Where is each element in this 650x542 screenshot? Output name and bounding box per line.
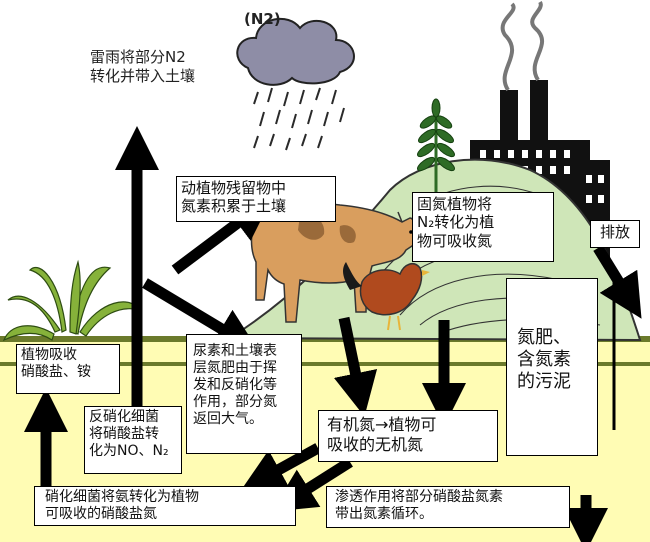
residue-label: 动植物残留物中 氮素积累于土壤 [176, 176, 336, 222]
leaching-label: 渗透作用将部分硝酸盐氮素 带出氮素循环。 [326, 486, 570, 528]
smoke-icon [500, 0, 545, 92]
nitrification-label: 硝化细菌将氨转化为植物 可吸收的硝酸盐氮 [34, 486, 296, 526]
mineralization-label: 有机氮→植物可 吸收的无机氮 [318, 410, 498, 462]
lightning-text: 雷雨将部分N2 转化并带入土壤 [90, 48, 196, 85]
wheat-icon [416, 98, 456, 195]
denitrify-label: 反硝化细菌 将硝酸盐转 化为NO、N₂ [84, 406, 182, 474]
fixation-label: 固氮植物将 N₂转化为植 物可吸收氮 [412, 192, 554, 262]
emission-label: 排放 [590, 220, 640, 248]
urea-label: 尿素和土壤表 层氮肥由于挥 发和反硝化等 作用，部分氮 返回大气。 [186, 334, 302, 454]
rain-icon [253, 87, 345, 151]
plant-uptake-label: 植物吸收 硝酸盐、铵 [16, 344, 120, 394]
arrow-cow-down [333, 316, 378, 417]
cloud-icon [236, 18, 355, 86]
chicken-icon [343, 254, 430, 331]
arrow-to-nitrify [240, 443, 321, 491]
arrow-to-nitrify-2 [271, 457, 353, 512]
cloud-label: (N2) [244, 10, 281, 28]
arrow-residue-diag [142, 278, 259, 352]
arrow-emission [593, 245, 642, 319]
fertilizer-label: 氮肥、 含氮素 的污泥 [506, 278, 598, 456]
plant-icon [2, 259, 142, 342]
